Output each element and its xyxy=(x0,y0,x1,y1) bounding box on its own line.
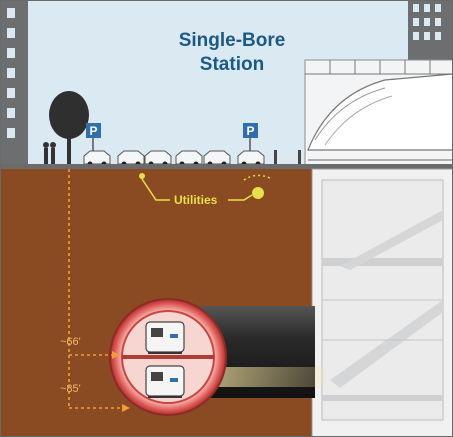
right-building xyxy=(408,0,453,62)
escalator-lower xyxy=(330,300,443,388)
parking-sign-1-label: P xyxy=(89,124,97,138)
left-building xyxy=(0,0,28,168)
depth-arrow-1 xyxy=(112,351,120,359)
escalator-upper xyxy=(340,210,443,270)
utility-point-large xyxy=(252,187,264,199)
utilities-annotation: Utilities xyxy=(139,173,271,207)
station-shaft xyxy=(311,168,453,437)
title-line-2: Station xyxy=(200,54,264,75)
depth-label-85: ~85' xyxy=(60,383,81,395)
station-canopy xyxy=(304,59,453,169)
pedestrians xyxy=(43,142,56,164)
bollards xyxy=(274,150,301,164)
parking-sign-2-label: P xyxy=(246,124,254,138)
parking-sign-2-plate xyxy=(243,123,258,138)
depth-label-66: ~66' xyxy=(60,336,81,348)
utility-point-small xyxy=(139,173,145,179)
street-surface xyxy=(0,164,453,169)
tree xyxy=(49,91,89,166)
utilities-label: Utilities xyxy=(174,193,218,207)
depth-lines xyxy=(68,169,122,409)
title-line-1: Single-Bore xyxy=(179,30,286,51)
parking-sign-1-plate xyxy=(86,123,101,138)
depth-arrow-2 xyxy=(122,404,130,412)
tunnel-cross-section xyxy=(109,298,227,416)
